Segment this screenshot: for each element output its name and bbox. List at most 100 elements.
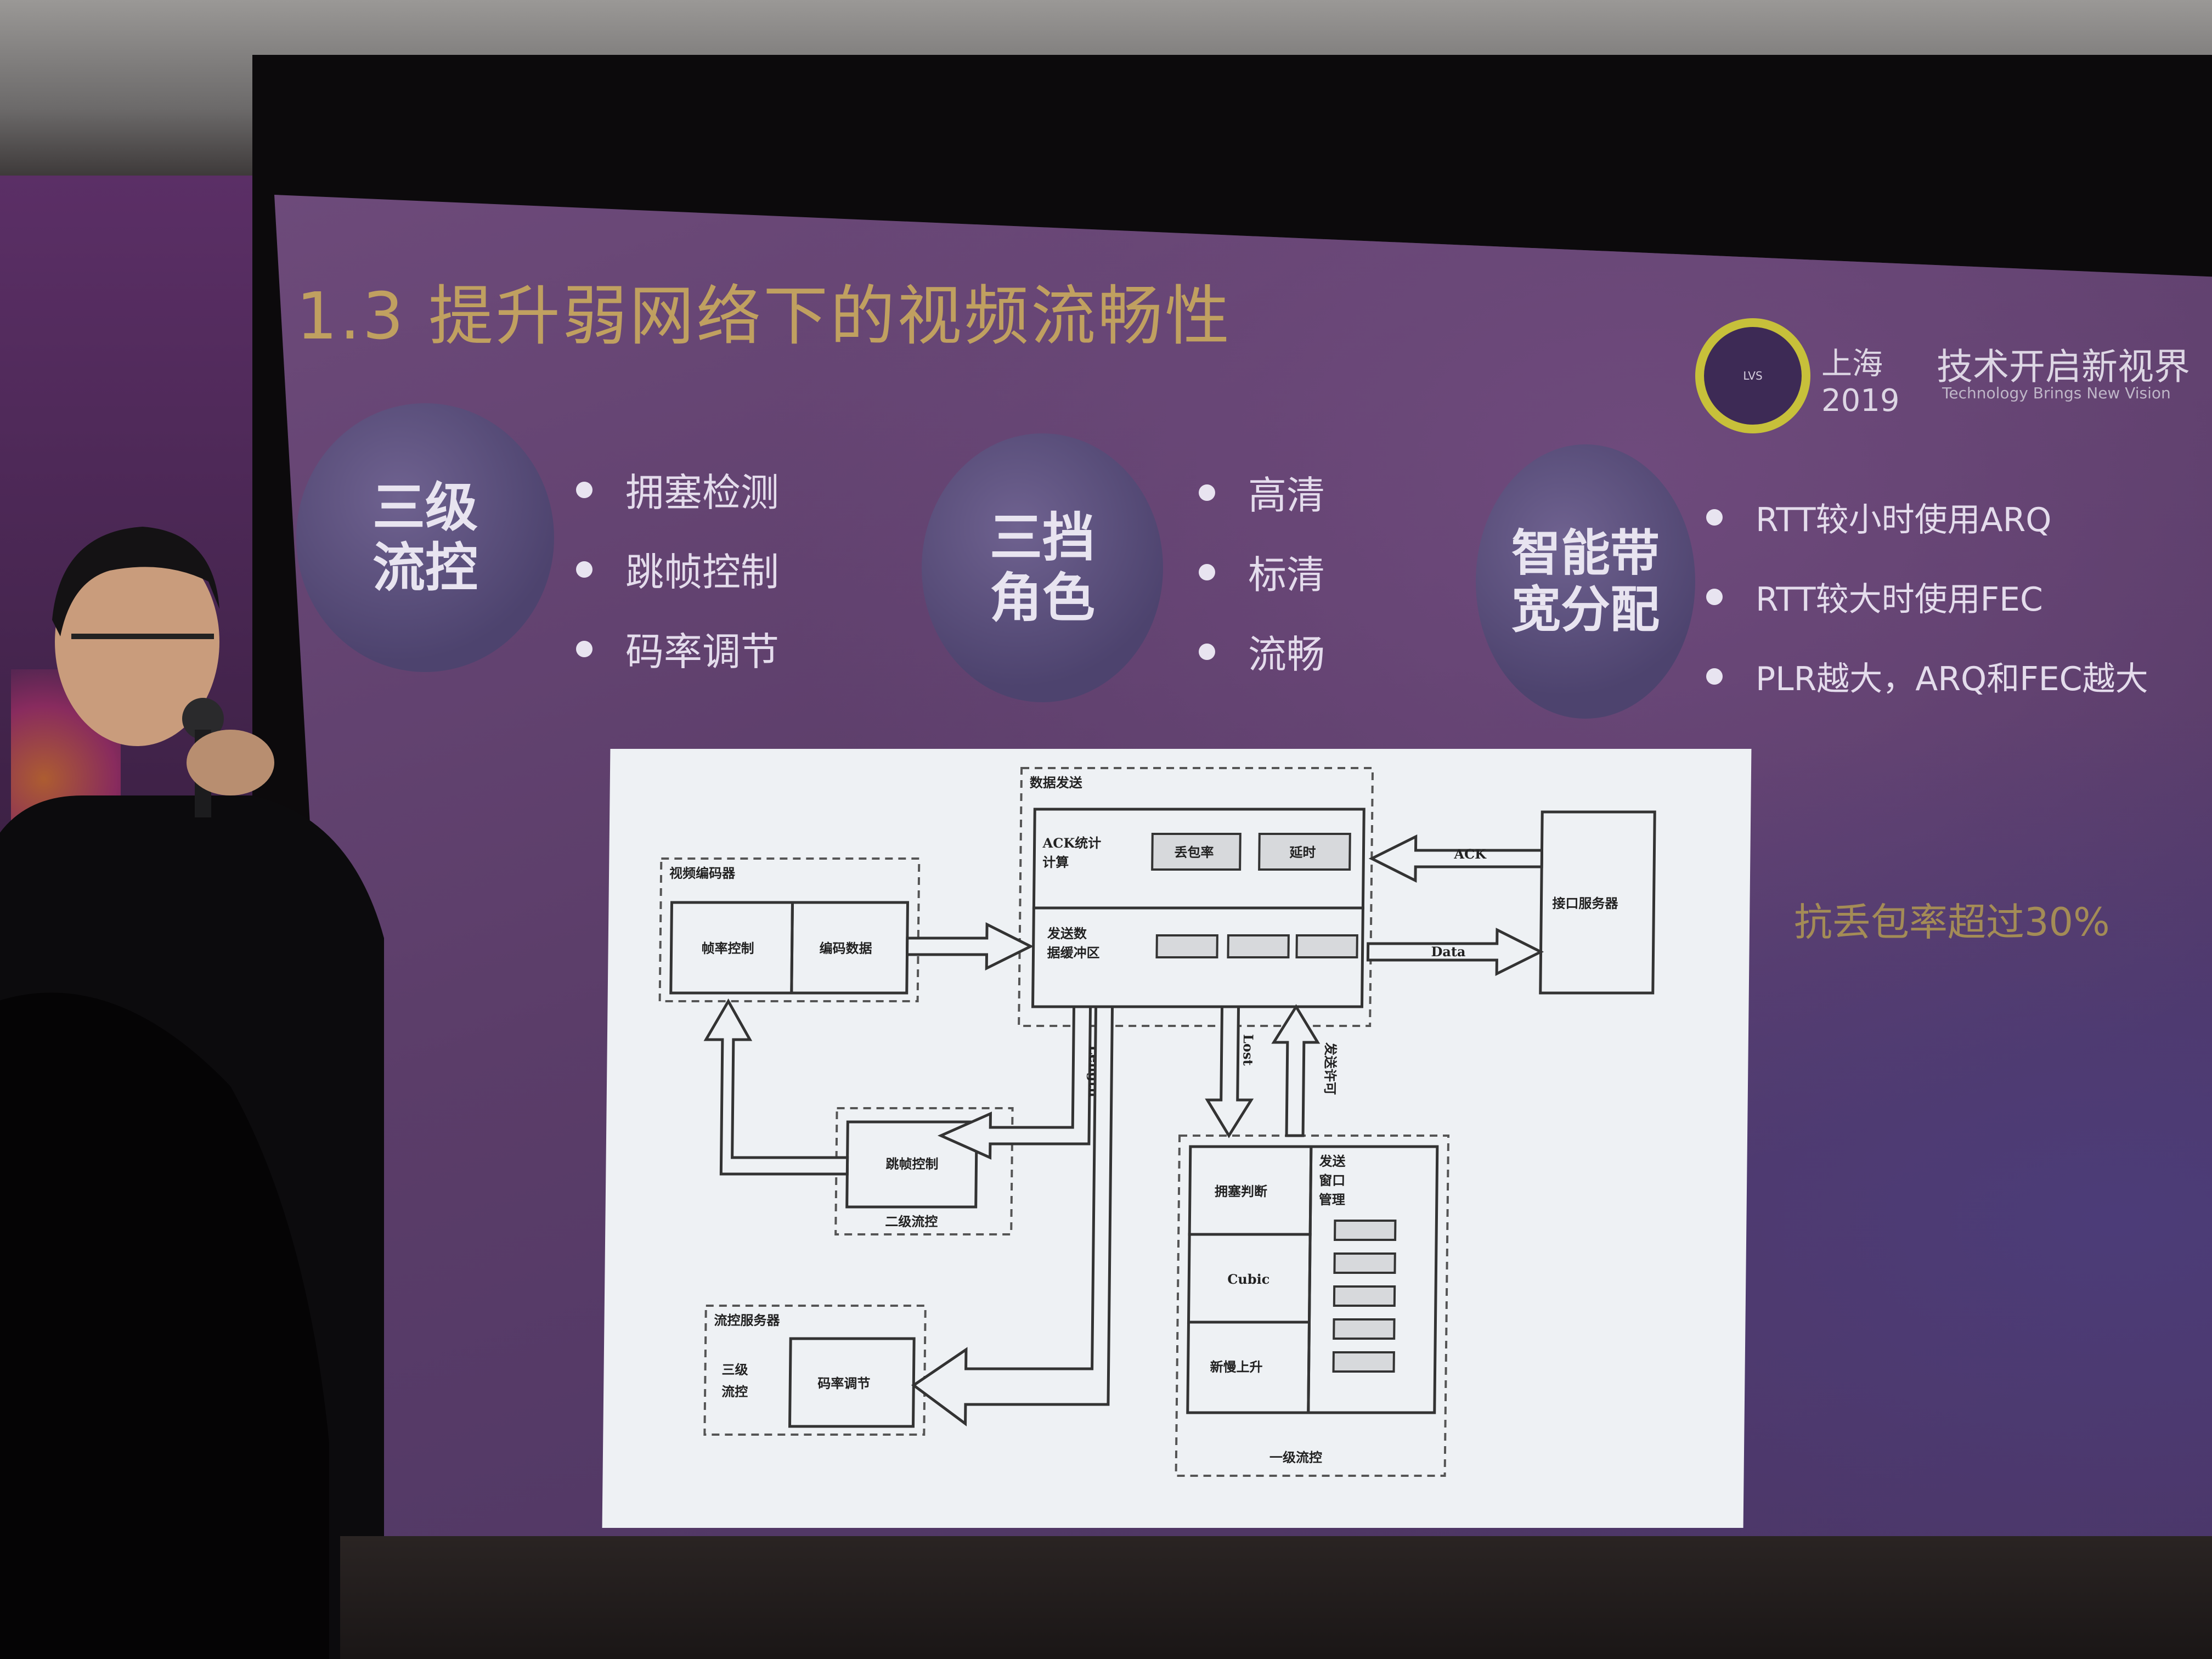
event-logo: LVS: [1695, 318, 1810, 433]
circle-label-line1: 智能带: [1511, 524, 1660, 582]
level3-label-1: 三级: [721, 1362, 748, 1378]
window-cell: [1333, 1252, 1396, 1274]
bullet-icon: [1199, 563, 1215, 580]
bullet-list-bandwidth: RTT较小时使用ARQ RTT较大时使用FEC PLR越大，ARQ和FEC越大: [1706, 477, 2148, 716]
packet-loss-highlight: 抗丢包率超过30%: [1794, 900, 2110, 945]
presenter-hair: [52, 527, 219, 636]
list-item: 流畅: [1199, 612, 1325, 691]
list-item: 码率调节: [576, 609, 779, 689]
flow-control-diagram: .bx { fill:none; stroke:#333; stroke-wid…: [602, 749, 1752, 1528]
flow-server-label: 流控服务器: [714, 1312, 780, 1328]
list-item: PLR越大，ARQ和FEC越大: [1706, 636, 2148, 716]
send-buffer-box: [1031, 906, 1364, 1008]
flow-server-group: [703, 1305, 927, 1436]
send-window-box: [1307, 1145, 1439, 1414]
frame-skip-control-label: 跳帧控制: [885, 1156, 938, 1172]
interface-server-label: 接口服务器: [1552, 895, 1618, 911]
circle-three-roles: 三挡 角色: [922, 433, 1163, 702]
circle-three-level-flow-control: 三级 流控: [296, 403, 554, 672]
bullet-icon: [576, 481, 592, 498]
diagram-svg: .bx { fill:none; stroke:#333; stroke-wid…: [658, 767, 1656, 1477]
circle-label-line2: 宽分配: [1511, 581, 1660, 639]
bullet-icon: [1706, 668, 1723, 685]
room-floor: [340, 1536, 2212, 1659]
window-cell: [1334, 1220, 1397, 1241]
list-item: 高清: [1199, 453, 1325, 532]
bitrate-adjust-label: 码率调节: [817, 1375, 870, 1391]
send-window-label-3: 管理: [1319, 1192, 1345, 1207]
bullet-icon: [576, 640, 592, 657]
buffer-cell: [1155, 934, 1218, 958]
send-window-label-2: 窗口: [1319, 1172, 1345, 1188]
slide-title: 1.3 提升弱网络下的视频流畅性: [296, 278, 1232, 354]
loss-rate-box: [1151, 833, 1242, 871]
level2-label: 二级流控: [885, 1214, 938, 1229]
bitrate-adjust-box: [788, 1337, 916, 1428]
video-encoder-label: 视频编码器: [669, 865, 736, 881]
level3-label-2: 流控: [721, 1384, 748, 1400]
data-label: Data: [1431, 944, 1465, 960]
audience-silhouette: [0, 992, 329, 1659]
bullet-icon: [1199, 643, 1215, 660]
slow-start-label: 新慢上升: [1210, 1359, 1262, 1375]
window-cell: [1333, 1318, 1396, 1340]
ack-stats-label-2: 计算: [1042, 854, 1069, 870]
cubic-label: Cubic: [1227, 1271, 1269, 1287]
microphone-icon: [182, 698, 224, 740]
send-permit-label: 发送许可: [1322, 1042, 1339, 1095]
event-year: 2019: [1821, 383, 1900, 419]
bullet-icon: [1199, 484, 1215, 501]
ack-label: ACK: [1453, 846, 1487, 862]
lost-label: Lost: [1240, 1034, 1256, 1065]
circle-label-line2: 流控: [373, 537, 478, 599]
event-slogan: 技术开启新视界: [1937, 346, 2190, 388]
bullet-icon: [576, 561, 592, 578]
circle-label-line1: 三级: [373, 476, 478, 538]
list-item: 标清: [1199, 532, 1325, 612]
window-cell: [1333, 1285, 1396, 1307]
circle-label-line2: 角色: [990, 567, 1095, 629]
frame-rate-control-label: 帧率控制: [701, 940, 754, 956]
delay-box: [1258, 833, 1351, 871]
lost-arrow: [1205, 1005, 1254, 1138]
send-buffer-label-2: 据缓冲区: [1047, 945, 1099, 961]
data-send-group: [1018, 767, 1374, 1027]
presenter-silhouette: [0, 527, 384, 1659]
to-bitrate-arrow: [911, 1005, 1114, 1426]
data-send-label: 数据发送: [1030, 775, 1083, 791]
list-item: 跳帧控制: [576, 529, 779, 609]
buffer-cell: [1227, 934, 1290, 958]
list-item: RTT较大时使用FEC: [1706, 557, 2148, 636]
video-encoder-group: [658, 857, 921, 1002]
loss-rate-label: 丢包率: [1174, 844, 1214, 860]
send-permit-arrow: [1271, 1004, 1321, 1137]
bullet-list-flow-control: 拥塞检测 跳帧控制 码率调节: [576, 450, 779, 689]
circle-smart-bandwidth: 智能带 宽分配: [1476, 444, 1695, 719]
length-arrow: [937, 1005, 1092, 1160]
bullet-icon: [1706, 509, 1723, 526]
data-arrow: [1366, 927, 1544, 977]
ack-stats-label-1: ACK统计: [1042, 835, 1101, 851]
presenter-hand: [187, 730, 274, 795]
ack-arrow: [1368, 834, 1544, 883]
buffer-cell: [1295, 934, 1358, 958]
presenter-head: [55, 538, 219, 746]
circle-label-line1: 三挡: [990, 506, 1095, 568]
bullet-icon: [1706, 588, 1723, 605]
bullet-list-roles: 高清 标清 流畅: [1199, 453, 1325, 691]
skip-to-encoder-arrow: [703, 998, 849, 1176]
list-item: RTT较小时使用ARQ: [1706, 477, 2148, 557]
send-buffer-label-1: 发送数: [1047, 926, 1087, 941]
event-city-year: 上海 2019: [1821, 346, 1900, 419]
delay-label: 延时: [1289, 844, 1316, 860]
level1-label: 一级流控: [1269, 1449, 1322, 1465]
event-city: 上海: [1821, 346, 1883, 382]
encoded-data-label: 编码数据: [819, 940, 872, 956]
send-window-label-1: 发送: [1318, 1153, 1346, 1169]
level1-group: [1175, 1135, 1450, 1477]
event-slogan-en: Technology Brings New Vision: [1942, 384, 2171, 402]
congestion-judge-label: 拥塞判断: [1215, 1183, 1267, 1199]
interface-server-box: [1539, 810, 1656, 995]
list-item: 拥塞检测: [576, 450, 779, 529]
window-cell: [1332, 1351, 1395, 1373]
